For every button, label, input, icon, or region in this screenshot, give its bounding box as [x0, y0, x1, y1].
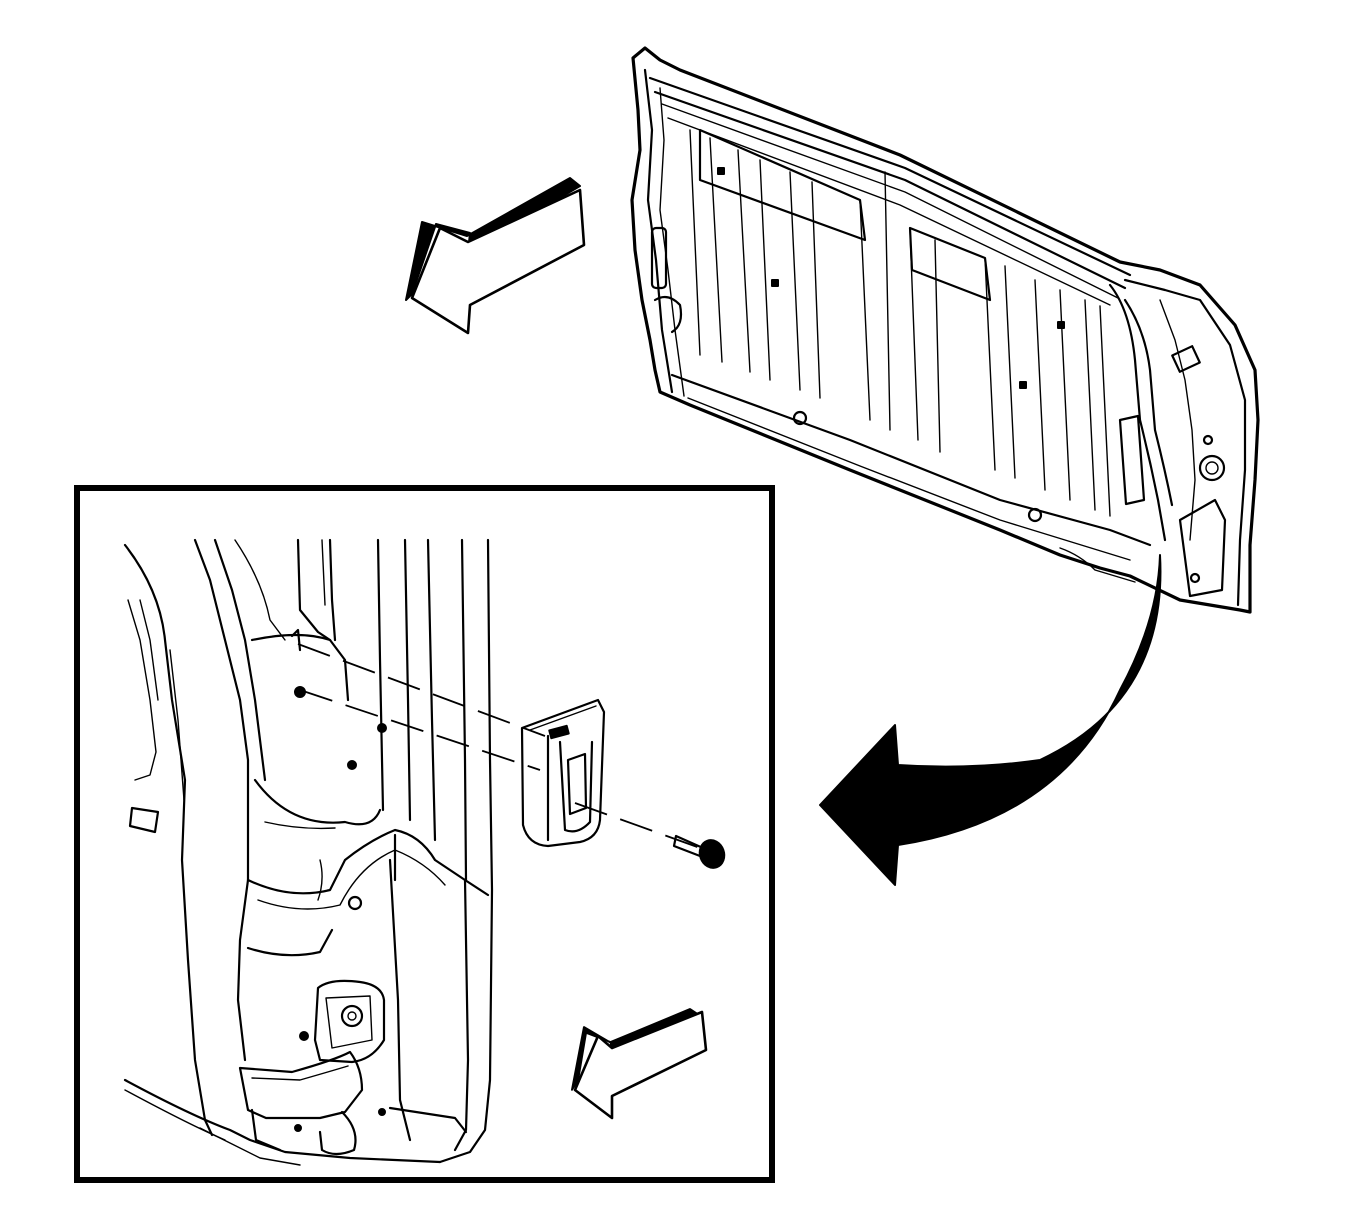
rear-panel-overview [630, 46, 1260, 614]
retainer-clip [520, 698, 606, 848]
inset-frame [74, 485, 775, 1183]
panel-outline [630, 46, 1260, 614]
left-down-arrow-icon [405, 177, 586, 335]
curved-arrow-icon [819, 554, 1162, 886]
panel-ribs [689, 128, 1111, 517]
left-down-arrow-icon [571, 1008, 708, 1120]
alignment-lines [290, 628, 701, 849]
push-pin-fastener [672, 834, 726, 869]
right-pillar [1108, 278, 1247, 607]
detail-inset [74, 485, 775, 1183]
